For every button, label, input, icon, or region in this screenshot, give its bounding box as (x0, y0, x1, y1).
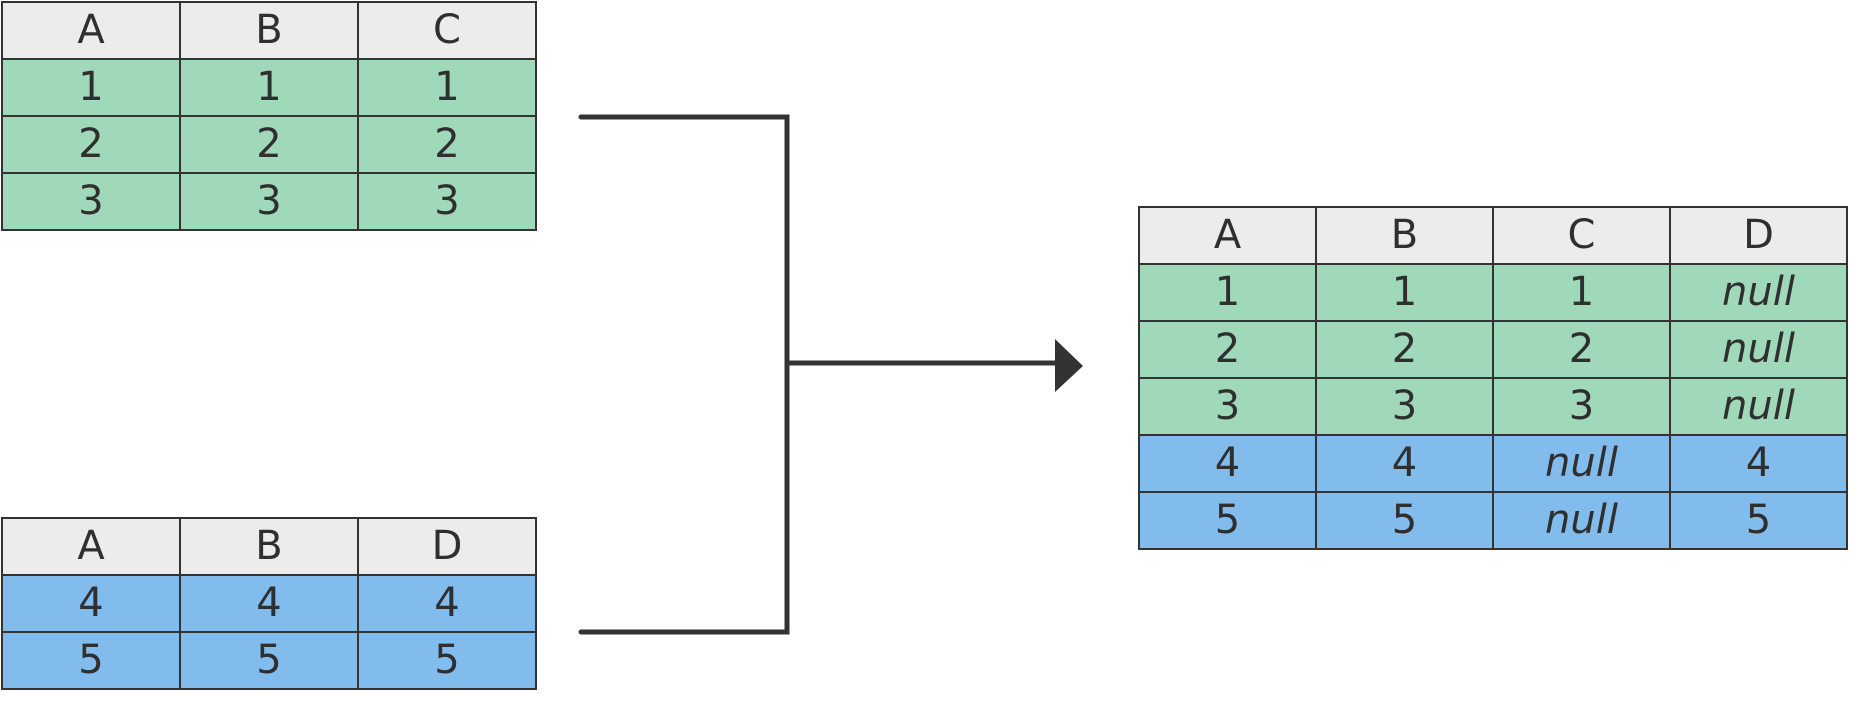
header-cell: A (1, 517, 181, 576)
table-cell: 5 (179, 631, 359, 690)
table-row: 4 4 null 4 (1138, 434, 1848, 493)
top-connector-line (578, 114, 790, 635)
table-cell: 3 (1, 172, 181, 231)
table-cell: 1 (1492, 263, 1671, 322)
table-cell: 5 (357, 631, 537, 690)
table-cell: 3 (357, 172, 537, 231)
table-cell: 1 (1138, 263, 1317, 322)
table-cell: 5 (1315, 491, 1494, 550)
table-cell: 2 (179, 115, 359, 174)
table-cell: 3 (1492, 377, 1671, 436)
header-cell: A (1138, 206, 1317, 265)
null-cell: null (1669, 263, 1848, 322)
null-cell: null (1492, 434, 1671, 493)
table-cell: 2 (1, 115, 181, 174)
table-row: 4 4 4 (1, 574, 537, 633)
table-cell: 1 (357, 58, 537, 117)
header-cell: B (1315, 206, 1494, 265)
table-row: 5 5 null 5 (1138, 491, 1848, 550)
header-cell: C (1492, 206, 1671, 265)
table-cell: 5 (1, 631, 181, 690)
table-row: 2 2 2 null (1138, 320, 1848, 379)
bottom-input-table: A B D 4 4 4 5 5 5 (1, 517, 537, 690)
table-cell: 4 (1138, 434, 1317, 493)
table-cell: 2 (357, 115, 537, 174)
table-cell: 4 (179, 574, 359, 633)
table-row: 5 5 5 (1, 631, 537, 690)
header-cell: B (179, 517, 359, 576)
table-cell: 4 (1315, 434, 1494, 493)
header-cell: C (357, 1, 537, 60)
header-cell: B (179, 1, 359, 60)
header-cell: D (1669, 206, 1848, 265)
table-cell: 4 (1, 574, 181, 633)
table-header-row: A B C (1, 1, 537, 60)
null-cell: null (1669, 320, 1848, 379)
null-cell: null (1669, 377, 1848, 436)
table-cell: 2 (1138, 320, 1317, 379)
table-cell: 2 (1315, 320, 1494, 379)
table-row: 1 1 1 (1, 58, 537, 117)
table-row: 2 2 2 (1, 115, 537, 174)
header-cell: A (1, 1, 181, 60)
table-cell: 4 (357, 574, 537, 633)
table-header-row: A B D (1, 517, 537, 576)
result-table: A B C D 1 1 1 null 2 2 2 null 3 3 3 null… (1138, 206, 1848, 550)
table-cell: 4 (1669, 434, 1848, 493)
table-cell: 3 (1315, 377, 1494, 436)
top-input-table: A B C 1 1 1 2 2 2 3 3 3 (1, 1, 537, 231)
table-cell: 1 (179, 58, 359, 117)
table-cell: 1 (1, 58, 181, 117)
table-cell: 2 (1492, 320, 1671, 379)
table-row: 3 3 3 (1, 172, 537, 231)
table-cell: 5 (1138, 491, 1317, 550)
table-header-row: A B C D (1138, 206, 1848, 265)
arrow-head-icon (1055, 339, 1083, 392)
table-cell: 1 (1315, 263, 1494, 322)
header-cell: D (357, 517, 537, 576)
null-cell: null (1492, 491, 1671, 550)
table-cell: 3 (179, 172, 359, 231)
table-row: 1 1 1 null (1138, 263, 1848, 322)
table-row: 3 3 3 null (1138, 377, 1848, 436)
table-cell: 5 (1669, 491, 1848, 550)
table-cell: 3 (1138, 377, 1317, 436)
